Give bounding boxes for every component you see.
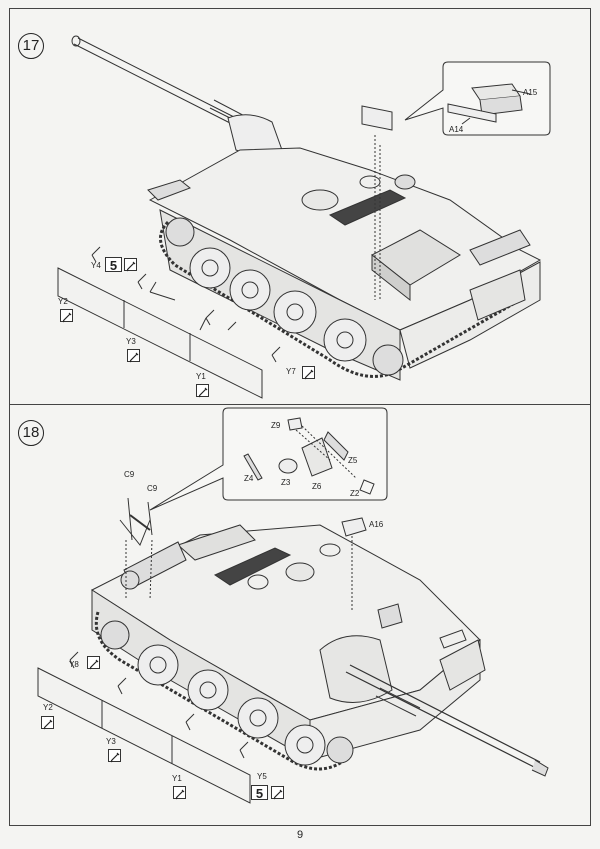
part-label-y1: Y1 xyxy=(172,774,182,783)
cement-brush-icon xyxy=(173,786,186,800)
part-label-a15: A15 xyxy=(523,88,538,97)
cement-brush-icon xyxy=(271,786,284,800)
part-label-z9: Z9 xyxy=(271,421,281,430)
page-number: 9 xyxy=(296,829,304,841)
cement-brush-icon xyxy=(302,366,315,380)
part-label-y2: Y2 xyxy=(43,703,53,712)
step-divider xyxy=(9,404,591,405)
part-label-c9: C9 xyxy=(124,470,135,479)
step-17-number: 17 xyxy=(18,33,44,59)
part-label-z2: Z2 xyxy=(350,489,360,498)
part-label-c9: C9 xyxy=(147,484,158,493)
part-label-z4: Z4 xyxy=(244,474,254,483)
part-label-z6: Z6 xyxy=(312,482,322,491)
cement-brush-icon xyxy=(108,749,121,763)
part-label-y1: Y1 xyxy=(196,372,206,381)
step17-side-skirts xyxy=(57,246,281,399)
part-label-y5: Y5 xyxy=(257,772,267,781)
page-frame xyxy=(9,8,591,826)
cement-brush-icon xyxy=(127,349,140,363)
quantity-badge: 5 xyxy=(105,257,122,273)
cement-brush-icon xyxy=(87,656,100,670)
part-label-a16: A16 xyxy=(369,520,384,529)
part-label-a14: A14 xyxy=(449,125,464,134)
cement-brush-icon xyxy=(41,716,54,730)
step17-inset-bubble xyxy=(404,61,551,136)
part-label-y3: Y3 xyxy=(106,737,116,746)
part-label-y2: Y2 xyxy=(58,297,68,306)
step17-tank-drawing xyxy=(71,35,542,381)
cement-brush-icon xyxy=(196,384,209,398)
part-label-y4: Y4 xyxy=(91,261,101,270)
step18-tank-drawing xyxy=(90,497,549,777)
cement-brush-icon xyxy=(124,258,137,272)
step-18-number: 18 xyxy=(18,420,44,446)
part-label-y7: Y7 xyxy=(286,367,296,376)
step18-inset-bubble xyxy=(149,407,388,511)
part-label-z3: Z3 xyxy=(281,478,291,487)
part-label-y8: Y8 xyxy=(69,660,79,669)
quantity-badge: 5 xyxy=(251,785,268,801)
part-label-y3: Y3 xyxy=(126,337,136,346)
cement-brush-icon xyxy=(60,309,73,323)
step18-side-skirts xyxy=(37,651,251,804)
part-label-z5: Z5 xyxy=(348,456,358,465)
